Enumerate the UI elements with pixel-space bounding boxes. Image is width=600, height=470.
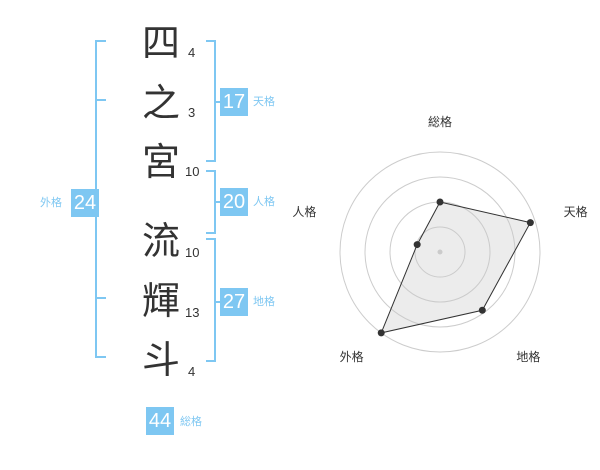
chikaku-value: 27 bbox=[220, 288, 248, 316]
radar-axis-label-1: 総格 bbox=[428, 114, 452, 129]
stroke-count-2: 3 bbox=[188, 105, 196, 120]
stroke-count-6: 4 bbox=[188, 364, 196, 379]
radar-axis-label-3: 地格 bbox=[516, 349, 540, 364]
name-char-4: 流 bbox=[141, 219, 180, 263]
stroke-count-1: 4 bbox=[188, 45, 196, 60]
jinkaku-bracket-connector bbox=[214, 201, 220, 203]
gaikaku-value: 24 bbox=[71, 189, 99, 217]
gaikaku-label: 外格 bbox=[40, 196, 62, 209]
gaikaku-bracket-bottom bbox=[97, 356, 106, 358]
gaikaku-bracket-split-1 bbox=[97, 99, 106, 101]
stroke-count-5: 13 bbox=[185, 305, 200, 320]
radar-axis-label-5: 人格 bbox=[292, 204, 316, 219]
radar-ring bbox=[414, 226, 466, 278]
jinkaku-value: 20 bbox=[220, 188, 248, 216]
chikaku-label: 地格 bbox=[253, 295, 275, 308]
stroke-count-4: 10 bbox=[185, 245, 200, 260]
radar-center bbox=[437, 249, 443, 255]
stroke-count-3: 10 bbox=[185, 164, 200, 179]
radar-series-area bbox=[380, 201, 532, 334]
radar-point-5 bbox=[413, 241, 421, 249]
gaikaku-bracket-top bbox=[97, 40, 106, 42]
name-char-1: 四 bbox=[141, 21, 180, 65]
chikaku-bracket-connector bbox=[214, 301, 220, 303]
name-char-6: 斗 bbox=[141, 338, 180, 382]
name-char-5: 輝 bbox=[141, 279, 180, 323]
tenkaku-bracket-connector bbox=[214, 101, 220, 103]
tenkaku-value: 17 bbox=[220, 88, 248, 116]
soukaku-value: 44 bbox=[146, 407, 174, 435]
jinkaku-label: 人格 bbox=[253, 195, 275, 208]
radar-point-3 bbox=[478, 306, 486, 314]
gaikaku-bracket-split-2 bbox=[97, 297, 106, 299]
chikaku-bracket bbox=[206, 238, 216, 362]
soukaku-label: 総格 bbox=[180, 415, 202, 428]
radar-ring bbox=[339, 151, 541, 353]
radar-point-2 bbox=[526, 219, 534, 227]
radar-axis-label-2: 天格 bbox=[564, 204, 588, 219]
tenkaku-label: 天格 bbox=[253, 95, 275, 108]
name-char-3: 宮 bbox=[141, 140, 180, 184]
radar-ring bbox=[364, 176, 516, 328]
radar-point-4 bbox=[377, 329, 385, 337]
radar-axis-label-4: 外格 bbox=[340, 349, 364, 364]
radar-point-1 bbox=[436, 198, 444, 206]
name-char-2: 之 bbox=[141, 81, 180, 125]
